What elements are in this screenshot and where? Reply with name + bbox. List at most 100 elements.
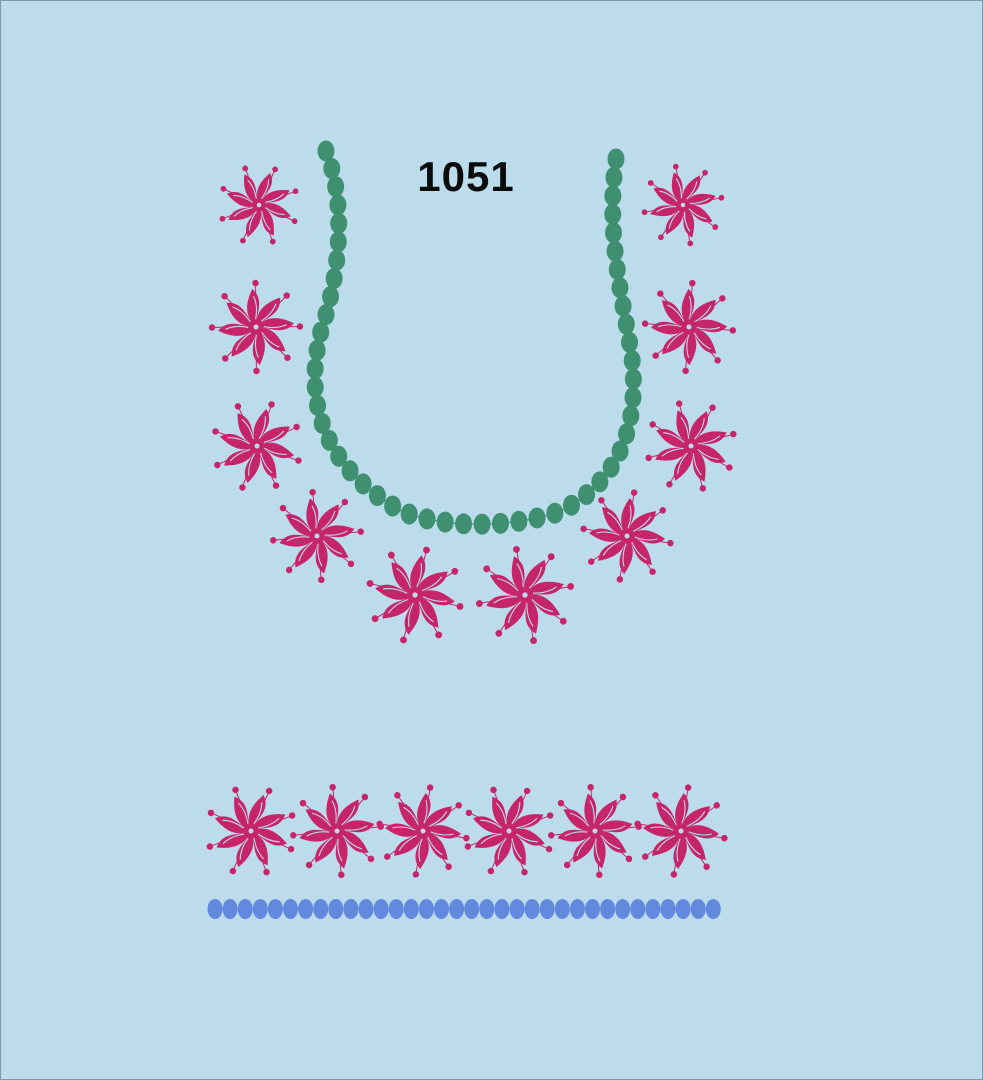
bead-icon [675, 899, 691, 919]
bead-icon [222, 899, 238, 919]
bead-icon [494, 899, 510, 919]
bead-icon [539, 899, 555, 919]
bead-icon [298, 899, 314, 919]
bead-icon [309, 394, 327, 416]
bead-icon [327, 176, 345, 198]
pinwheel-flower-icon [206, 786, 296, 876]
bead-icon [615, 899, 631, 919]
design-code-label: 1051 [417, 153, 515, 200]
bead-icon [705, 899, 721, 919]
bead-icon [622, 405, 640, 427]
pinwheel-flower-icon [464, 786, 554, 876]
bead-icon [608, 258, 626, 280]
neckline-flower-group [208, 163, 737, 645]
bead-icon [591, 471, 609, 493]
bead-icon [308, 339, 326, 361]
bead-icon [630, 899, 646, 919]
pinwheel-flower-icon [580, 489, 674, 583]
bead-icon [509, 899, 525, 919]
bead-icon [690, 899, 706, 919]
bead-icon [455, 513, 473, 535]
bead-icon [524, 899, 540, 919]
bead-icon [578, 484, 596, 506]
bead-icon [306, 376, 324, 398]
bead-icon [329, 231, 347, 253]
bead-icon [323, 158, 341, 180]
pinwheel-flower-icon [376, 784, 470, 878]
bead-icon [328, 249, 346, 271]
bead-icon [400, 503, 418, 525]
bead-icon [384, 495, 402, 517]
bead-icon [614, 295, 632, 317]
bead-icon [313, 412, 331, 434]
pinwheel-flower-icon [290, 784, 384, 878]
neckline-bead-chain [306, 140, 642, 535]
bead-icon [600, 899, 616, 919]
bead-icon [317, 304, 335, 326]
bead-icon [624, 368, 642, 390]
bead-icon [343, 899, 359, 919]
pinwheel-flower-icon [475, 545, 575, 645]
bead-icon [660, 899, 676, 919]
bead-icon [418, 899, 434, 919]
bead-icon [306, 358, 324, 380]
bead-icon [368, 485, 386, 507]
bead-icon [449, 899, 465, 919]
bead-icon [528, 507, 546, 529]
bead-icon [317, 140, 335, 162]
bead-icon [510, 510, 528, 532]
bead-icon [358, 899, 374, 919]
bead-icon [546, 502, 564, 524]
bead-icon [607, 148, 625, 170]
bead-icon [373, 899, 389, 919]
border-bead-row [207, 899, 721, 919]
bead-icon [388, 899, 404, 919]
bead-icon [313, 899, 329, 919]
pinwheel-flower-icon [366, 546, 464, 644]
pinwheel-flower-icon [219, 165, 299, 245]
bead-icon [645, 899, 661, 919]
bead-icon [605, 222, 623, 244]
bead-icon [554, 899, 570, 919]
bead-icon [329, 194, 347, 216]
bead-icon [618, 423, 636, 445]
border-flower-row [206, 784, 728, 878]
bead-icon [604, 203, 622, 225]
pinwheel-flower-icon [641, 279, 737, 375]
bead-icon [436, 511, 454, 533]
bead-icon [602, 456, 620, 478]
bead-icon [617, 313, 635, 335]
bead-icon [624, 386, 642, 408]
bead-icon [611, 277, 629, 299]
bead-icon [569, 899, 585, 919]
bead-icon [604, 185, 622, 207]
pinwheel-flower-icon [270, 489, 364, 583]
bead-icon [479, 899, 495, 919]
pinwheel-flower-icon [212, 401, 302, 491]
pinwheel-flower-icon [641, 163, 725, 247]
bead-icon [322, 286, 340, 308]
bead-icon [473, 513, 491, 535]
bead-icon [320, 429, 338, 451]
bead-icon [237, 899, 253, 919]
bead-icon [312, 321, 330, 343]
bead-icon [418, 508, 436, 530]
bead-icon [464, 899, 480, 919]
bead-icon [585, 899, 600, 919]
bead-icon [341, 460, 359, 482]
bead-icon [606, 240, 624, 262]
bead-icon [623, 350, 641, 372]
bead-icon [283, 899, 298, 919]
pinwheel-flower-icon [208, 279, 304, 375]
pinwheel-flower-icon [645, 400, 737, 492]
bead-icon [267, 899, 283, 919]
bead-icon [611, 440, 629, 462]
pinwheel-flower-icon [634, 784, 728, 878]
bead-icon [403, 899, 419, 919]
bead-icon [621, 331, 639, 353]
bead-icon [328, 899, 344, 919]
bead-icon [491, 512, 509, 534]
bead-icon [434, 899, 449, 919]
